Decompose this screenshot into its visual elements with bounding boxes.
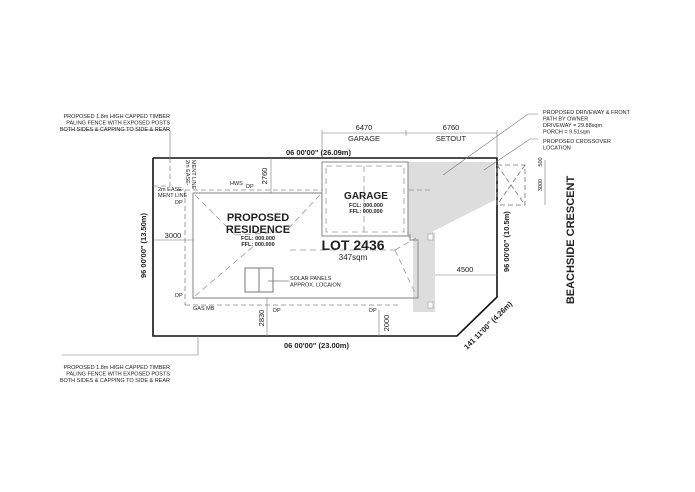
dp-label: DP xyxy=(175,200,183,206)
garage-dim-label: GARAGE xyxy=(348,134,380,143)
lot-boundary xyxy=(152,157,498,337)
residence-fcl: FCL: 000.000 xyxy=(241,236,275,242)
easement-top-label: 2m EASE-MENT LINE xyxy=(184,160,196,190)
garage-fcl: FCL: 000.000 xyxy=(349,203,383,209)
dp-label: DP xyxy=(246,184,254,190)
porch-setback-dim: 2000 xyxy=(382,315,391,332)
driveway-area xyxy=(408,162,495,238)
garage-title: GARAGE xyxy=(344,191,388,202)
setout-dim-label: SETOUT xyxy=(436,134,467,143)
crossover xyxy=(496,164,526,206)
dp-label: DP xyxy=(273,308,281,314)
lot-number: LOT 2436 xyxy=(321,237,384,253)
residence-ffl: FFL: 000.000 xyxy=(241,242,274,248)
boundary-right-label: 96 00'00" (10.5m) xyxy=(502,211,511,272)
left-setback-dim: 3000 xyxy=(165,231,182,240)
boundary-left-label: 96 00'00" (13.50m) xyxy=(139,213,148,278)
front-setback-dim: 4500 xyxy=(457,265,474,274)
dp-label: DP xyxy=(175,293,183,299)
garage-width-dim: 6470 xyxy=(356,123,373,132)
garage-outline xyxy=(321,161,409,237)
setout-width-dim: 6760 xyxy=(443,123,460,132)
hws-label: HWS xyxy=(230,181,243,187)
gas-mb-label: GAS MB xyxy=(193,306,215,312)
lot-area: 347sqm xyxy=(339,253,368,262)
easement-side-label: 2m EASE-MENT LINE xyxy=(158,187,188,199)
boundary-corner-label: 141 11'00" (4.26m) xyxy=(462,299,514,351)
porch-area xyxy=(413,232,435,312)
bottom-setback-dim: 2830 xyxy=(257,310,266,327)
dimension-lines xyxy=(62,113,546,356)
boundary-top-label: 06 00'00" (26.09m) xyxy=(286,148,351,157)
crossover-width-dim: 500 xyxy=(538,157,544,166)
crossover-height-dim: 3000 xyxy=(538,179,544,191)
street-name: BEACHSIDE CRESCENT xyxy=(565,176,577,305)
roof-lines xyxy=(194,194,417,297)
dp-label: DP xyxy=(369,308,377,314)
residence-title: RESIDENCE xyxy=(226,224,290,236)
residence-title: PROPOSED xyxy=(227,212,289,224)
garage-ffl: FFL: 000.000 xyxy=(349,209,382,215)
top-setback-dim: 2760 xyxy=(260,168,269,185)
boundary-bottom-label: 06 00'00" (23.00m) xyxy=(284,341,349,350)
